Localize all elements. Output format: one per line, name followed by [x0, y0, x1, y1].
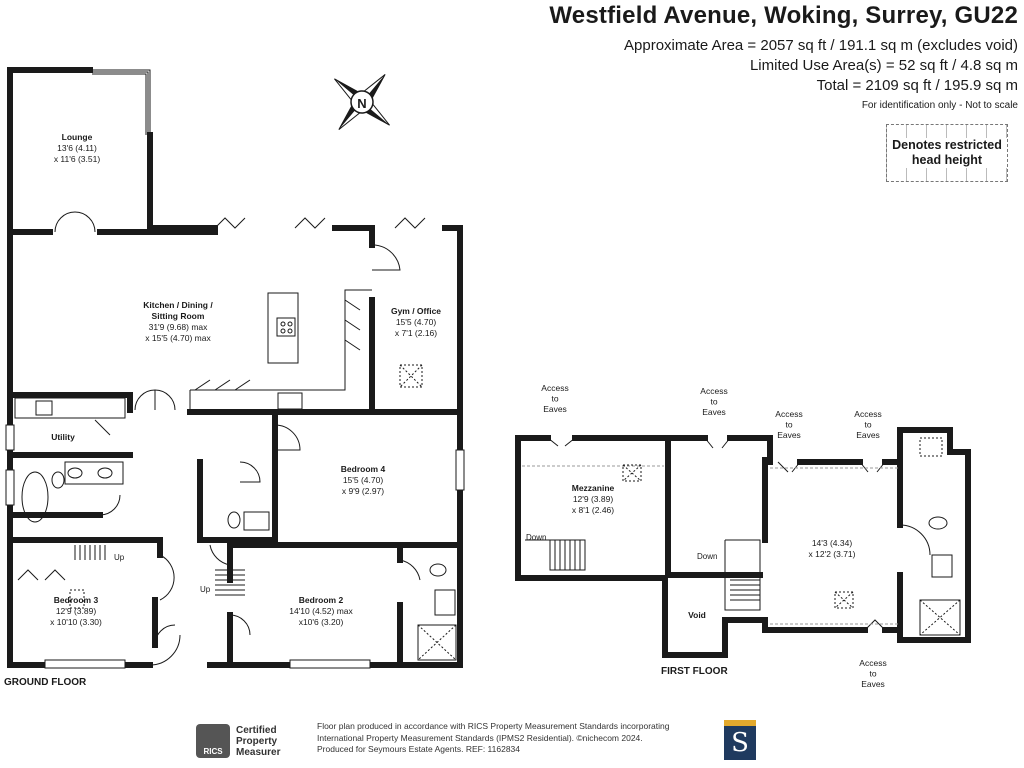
svg-text:x 9'9 (2.97): x 9'9 (2.97): [342, 486, 384, 496]
svg-text:Bedroom 4: Bedroom 4: [341, 464, 386, 474]
restricted-height-label: Denotes restricted head height: [887, 138, 1007, 168]
compass-letter: N: [357, 96, 366, 111]
total-area-text: Total = 2109 sq ft / 195.9 sq m: [816, 77, 1018, 94]
lounge-label: Lounge 13'6 (4.11) x 11'6 (3.51): [54, 132, 101, 164]
first-floor-bedroom-label: 14'3 (4.34) x 12'2 (3.71): [809, 538, 856, 559]
limited-use-area-text: Limited Use Area(s) = 52 sq ft / 4.8 sq …: [749, 57, 1018, 74]
first-floor-label: FIRST FLOOR: [661, 666, 728, 677]
bedroom-3-label: Bedroom 3 12'9 (3.89) x 10'10 (3.30): [50, 595, 102, 627]
footer-disclaimer: Floor plan produced in accordance with R…: [317, 721, 670, 754]
seymours-logo: S: [724, 720, 756, 760]
restricted-height-legend: Denotes restricted head height: [886, 124, 1008, 182]
svg-text:Kitchen / Dining /: Kitchen / Dining /: [143, 300, 213, 310]
svg-text:14'10 (4.52) max: 14'10 (4.52) max: [289, 606, 353, 616]
bedroom-4-label: Bedroom 4 15'5 (4.70) x 9'9 (2.97): [341, 464, 386, 496]
svg-text:Mezzanine: Mezzanine: [572, 483, 615, 493]
svg-text:31'9 (9.68) max: 31'9 (9.68) max: [149, 322, 209, 332]
ground-floor-label: GROUND FLOOR: [4, 677, 87, 688]
void-label: Void: [688, 610, 706, 620]
svg-text:x 12'2 (3.71): x 12'2 (3.71): [809, 549, 856, 559]
stairs-down-label-2: Down: [697, 552, 717, 561]
svg-text:Bedroom 2: Bedroom 2: [299, 595, 344, 605]
rics-badge: RICS Certified Property Measurer: [196, 721, 292, 761]
rics-certified-text: Certified Property Measurer: [236, 724, 281, 758]
bedroom-2-label: Bedroom 2 14'10 (4.52) max x10'6 (3.20): [289, 595, 353, 627]
identification-note: For identification only - Not to scale: [861, 100, 1018, 111]
svg-text:Sitting Room: Sitting Room: [152, 311, 205, 321]
svg-text:Bedroom 3: Bedroom 3: [54, 595, 99, 605]
svg-text:x 8'1 (2.46): x 8'1 (2.46): [572, 505, 614, 515]
svg-text:Gym / Office: Gym / Office: [391, 306, 441, 316]
svg-text:x 15'5 (4.70) max: x 15'5 (4.70) max: [145, 333, 211, 343]
svg-text:x 7'1 (2.16): x 7'1 (2.16): [395, 328, 437, 338]
svg-text:13'6 (4.11): 13'6 (4.11): [57, 143, 97, 153]
svg-text:15'5 (4.70): 15'5 (4.70): [343, 475, 384, 485]
approx-area-text: Approximate Area = 2057 sq ft / 191.1 sq…: [624, 37, 1018, 54]
rics-logo: RICS: [196, 724, 230, 758]
svg-text:12'9 (3.89): 12'9 (3.89): [573, 494, 614, 504]
gym-office-label: Gym / Office 15'5 (4.70) x 7'1 (2.16): [391, 306, 441, 338]
compass-icon: [334, 74, 390, 130]
svg-text:12'9 (3.89): 12'9 (3.89): [56, 606, 97, 616]
svg-text:15'5 (4.70): 15'5 (4.70): [396, 317, 437, 327]
mezzanine-label: Mezzanine 12'9 (3.89) x 8'1 (2.46): [572, 483, 615, 515]
property-title: Westfield Avenue, Woking, Surrey, GU22: [549, 2, 1018, 29]
utility-label: Utility: [51, 432, 75, 442]
svg-text:x 11'6 (3.51): x 11'6 (3.51): [54, 154, 101, 164]
kitchen-label: Kitchen / Dining / Sitting Room 31'9 (9.…: [143, 300, 213, 343]
stairs-up-label: Up: [114, 553, 125, 562]
svg-text:Lounge: Lounge: [62, 132, 93, 142]
stairs-up-label-2: Up: [200, 585, 211, 594]
stairs-down-label: Down: [526, 533, 546, 542]
svg-text:14'3 (4.34): 14'3 (4.34): [812, 538, 853, 548]
svg-text:x10'6 (3.20): x10'6 (3.20): [299, 617, 344, 627]
ground-floor-walls: [7, 67, 463, 668]
svg-text:x 10'10 (3.30): x 10'10 (3.30): [50, 617, 102, 627]
